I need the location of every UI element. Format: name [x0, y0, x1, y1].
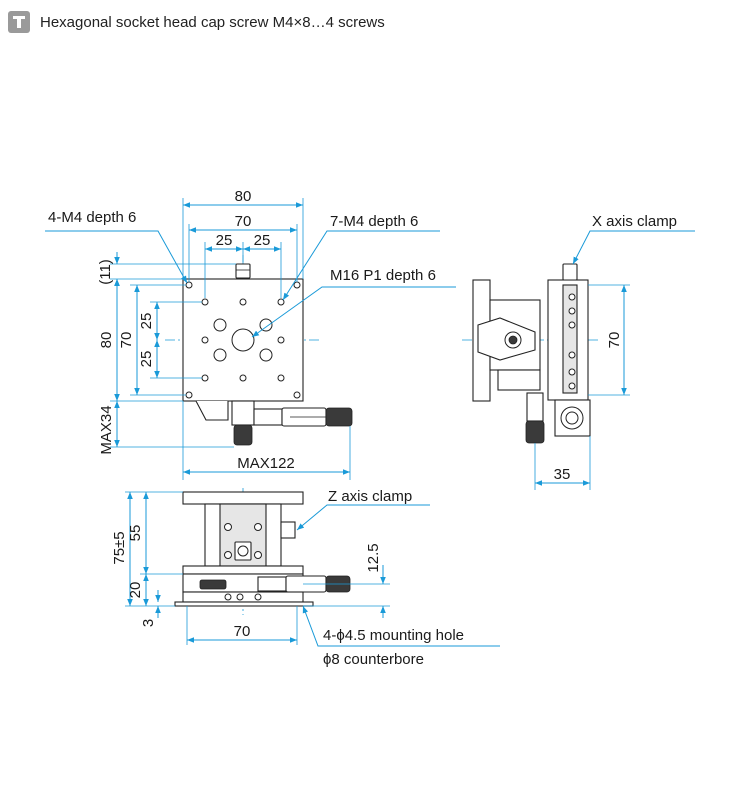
dim-side-70: 70 — [118, 332, 135, 349]
dim-12-5: 12.5 — [365, 543, 382, 572]
side-micrometer-knob — [525, 420, 545, 444]
dim-75: 75±5 — [111, 531, 128, 564]
dim-right-70: 70 — [606, 332, 623, 349]
front-base-flange — [174, 601, 314, 607]
label-4-m4: 4-M4 depth 6 — [48, 209, 136, 226]
dim-20: 20 — [127, 582, 144, 599]
label-counterbore: ϕ8 counterbore — [323, 651, 424, 668]
side-screws — [568, 293, 576, 390]
top-knob — [235, 263, 251, 279]
header: Hexagonal socket head cap screw M4×8…4 s… — [8, 10, 385, 34]
dim-55: 55 — [127, 525, 144, 542]
z-clamp-knob — [280, 521, 296, 539]
dim-side-80: 80 — [98, 332, 115, 349]
side-view — [462, 230, 695, 490]
dim-side-25a: 25 — [138, 313, 155, 330]
dim-top-25b: 25 — [254, 232, 271, 249]
top-view — [45, 198, 456, 480]
dim-top-25a: 25 — [216, 232, 233, 249]
dim-max122: MAX122 — [237, 455, 295, 472]
label-z-clamp: Z axis clamp — [328, 488, 412, 505]
front-upper-slide — [182, 565, 304, 575]
dim-side-25b: 25 — [138, 351, 155, 368]
dim-right-35: 35 — [554, 466, 571, 483]
dim-top-70: 70 — [235, 213, 252, 230]
mounting-holes — [185, 281, 301, 399]
label-mounting-hole: 4-ϕ4.5 mounting hole — [323, 627, 464, 644]
label-m16: M16 P1 depth 6 — [330, 267, 436, 284]
dim-max34: MAX34 — [98, 405, 115, 454]
t-square-icon — [8, 11, 30, 33]
dim-paren-11: (11) — [97, 259, 114, 285]
micrometer-ratchet — [325, 407, 353, 427]
label-7-m4: 7-M4 depth 6 — [330, 213, 418, 230]
micrometer-body — [231, 400, 255, 426]
center-hole-m16 — [231, 328, 255, 352]
dim-bottom-70: 70 — [234, 623, 251, 640]
x-clamp-knob — [562, 263, 578, 281]
micrometer-sleeve — [253, 408, 283, 426]
label-x-clamp: X axis clamp — [592, 213, 677, 230]
micrometer-knob-lower — [233, 424, 253, 446]
dim-3: 3 — [140, 619, 157, 627]
front-view — [125, 488, 500, 647]
dim-top-80: 80 — [235, 188, 252, 205]
bottom-bracket — [195, 400, 229, 421]
header-text: Hexagonal socket head cap screw M4×8…4 s… — [40, 13, 385, 31]
front-top-plate — [182, 491, 304, 505]
